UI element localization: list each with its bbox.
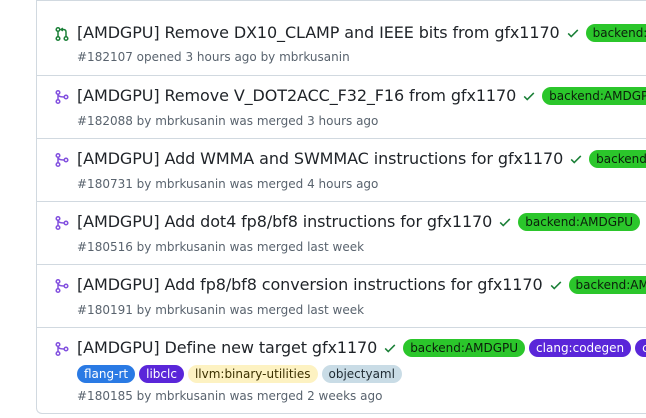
label-backend-amdgpu[interactable]: backend:AMDGPU (542, 86, 646, 105)
label-libclc[interactable]: libclc (139, 365, 184, 383)
pr-meta: #180516 by mbrkusanin was merged last we… (77, 240, 365, 254)
check-icon[interactable] (383, 341, 397, 355)
label-backend-amdgpu[interactable]: backend:AMDGPU (585, 23, 646, 42)
pr-meta: #182088 by mbrkusanin was merged 3 hours… (77, 114, 379, 128)
pr-title-link[interactable]: [AMDGPU] Add dot4 fp8/bf8 instructions f… (77, 212, 493, 231)
label-clang[interactable]: clang (635, 338, 646, 357)
pr-title-link[interactable]: [AMDGPU] Remove DX10_CLAMP and IEEE bits… (77, 23, 560, 42)
git-merge-icon (55, 341, 69, 357)
git-merge-icon (55, 215, 69, 231)
git-merge-icon (55, 278, 69, 294)
label-backend-amdgpu[interactable]: backend:AMDGPU (568, 275, 646, 294)
check-icon[interactable] (498, 215, 512, 229)
pr-meta: #180731 by mbrkusanin was merged 4 hours… (77, 177, 379, 191)
pr-row: [AMDGPU] Remove DX10_CLAMP and IEEE bits… (37, 1, 646, 76)
pr-title-link[interactable]: [AMDGPU] Add fp8/bf8 conversion instruct… (77, 275, 543, 294)
check-icon[interactable] (569, 152, 583, 166)
pr-row: [AMDGPU] Remove V_DOT2ACC_F32_F16 from g… (37, 76, 646, 139)
pr-row: [AMDGPU] Add fp8/bf8 conversion instruct… (37, 265, 646, 328)
pr-row: [AMDGPU] Define new target gfx1170 backe… (37, 328, 646, 413)
label-backend-amdgpu[interactable]: backend:AMDGPU (518, 212, 641, 231)
pull-request-list: [AMDGPU] Remove DX10_CLAMP and IEEE bits… (36, 0, 646, 414)
check-icon[interactable] (566, 26, 580, 40)
check-icon[interactable] (522, 89, 536, 103)
pr-meta: #180191 by mbrkusanin was merged last we… (77, 303, 365, 317)
label-flang-rt[interactable]: flang-rt (77, 365, 136, 383)
pr-title-link[interactable]: [AMDGPU] Add WMMA and SWMMAC instruction… (77, 149, 564, 168)
label-llvm-binary-utilities[interactable]: llvm:binary-utilities (187, 365, 318, 383)
pr-meta: #180185 by mbrkusanin was merged 2 weeks… (77, 389, 383, 403)
pr-title-link[interactable]: [AMDGPU] Remove V_DOT2ACC_F32_F16 from g… (77, 86, 517, 105)
label-objectyaml[interactable]: objectyaml (321, 365, 402, 383)
label-backend-amdgpu[interactable]: backend:AMDGPU (589, 149, 646, 168)
check-icon[interactable] (549, 278, 563, 292)
git-merge-icon (55, 89, 69, 105)
label-clang-codegen[interactable]: clang:codegen (529, 338, 632, 357)
pr-row: [AMDGPU] Add WMMA and SWMMAC instruction… (37, 139, 646, 202)
git-merge-icon (55, 152, 69, 168)
pr-row: [AMDGPU] Add dot4 fp8/bf8 instructions f… (37, 202, 646, 265)
label-backend-amdgpu[interactable]: backend:AMDGPU (403, 338, 526, 357)
pr-meta: #182107 opened 3 hours ago by mbrkusanin (77, 50, 350, 64)
git-pull-request-icon (55, 26, 69, 42)
pr-title-link[interactable]: [AMDGPU] Define new target gfx1170 (77, 338, 378, 357)
